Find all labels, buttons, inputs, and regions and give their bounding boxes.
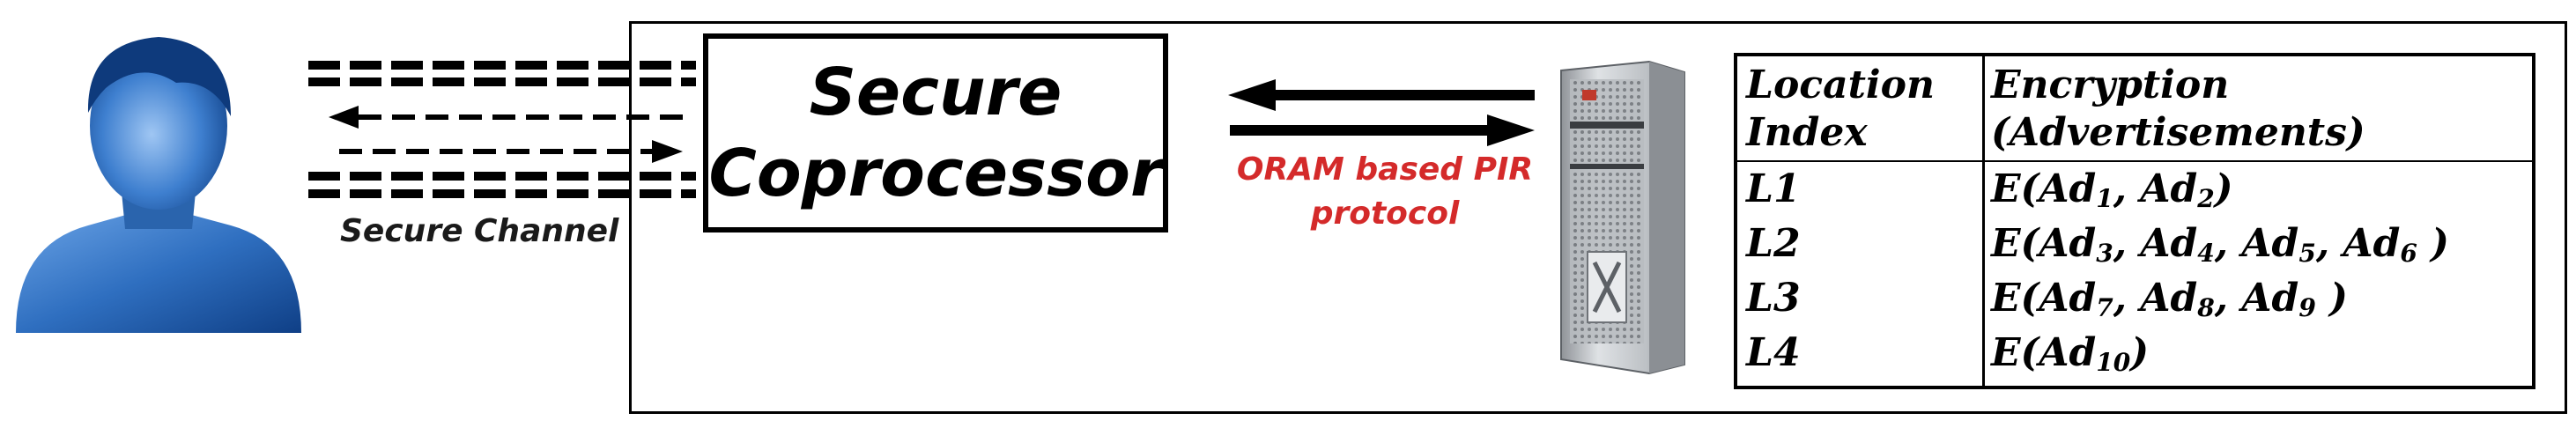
ad-subscript: 7: [2096, 293, 2113, 322]
ad-subscript: 4: [2197, 239, 2215, 268]
ad-subscript: 2: [2197, 184, 2215, 213]
row-location-index: L2: [1746, 221, 1801, 266]
row-encryption: E(Ad1, Ad2): [1991, 166, 2233, 213]
pir-protocol-label: ORAM based PIR protocol: [1226, 148, 1543, 236]
server-rack-icon: [1560, 60, 1685, 375]
pir-label-line2: protocol: [1310, 196, 1460, 232]
ad-subscript: 10: [2096, 348, 2131, 377]
header-advertisements: (Advertisements): [1991, 110, 2365, 155]
user-silhouette-icon: [16, 37, 301, 333]
secure-coprocessor-box: Secure Coprocessor: [703, 33, 1168, 232]
row-encryption: E(Ad10): [1991, 330, 2150, 377]
row-location-index: L4: [1746, 330, 1801, 375]
header-location: Location: [1746, 63, 1935, 107]
secure-channel-label: Secure Channel: [340, 213, 619, 249]
row-encryption: E(Ad7, Ad8, Ad9 ): [1991, 276, 2348, 322]
ad-subscript: 8: [2197, 293, 2215, 322]
ad-subscript: 3: [2096, 239, 2113, 268]
row-encryption: E(Ad3, Ad4, Ad5, Ad6 ): [1991, 221, 2449, 268]
row-location-index: L3: [1746, 276, 1801, 321]
ad-subscript: 6: [2400, 239, 2417, 268]
ad-subscript: 5: [2298, 239, 2316, 268]
coprocessor-title-line1: Secure: [809, 55, 1062, 130]
header-encryption: Encryption: [1991, 63, 2230, 107]
table-header-divider: [1737, 160, 2532, 162]
pir-protocol-arrows: [1228, 79, 1535, 146]
ad-subscript: 9: [2298, 293, 2316, 322]
coprocessor-title-line2: Coprocessor: [708, 136, 1163, 211]
ad-subscript: 1: [2096, 184, 2113, 213]
system-boundary-frame: [629, 21, 2567, 414]
pir-label-line1: ORAM based PIR: [1236, 151, 1534, 188]
table-column-divider: [1982, 56, 1985, 386]
encryption-table: Location Index Encryption (Advertisement…: [1734, 53, 2535, 389]
row-location-index: L1: [1746, 166, 1801, 211]
secure-channel-lines: [308, 61, 696, 198]
header-index: Index: [1746, 110, 1868, 155]
